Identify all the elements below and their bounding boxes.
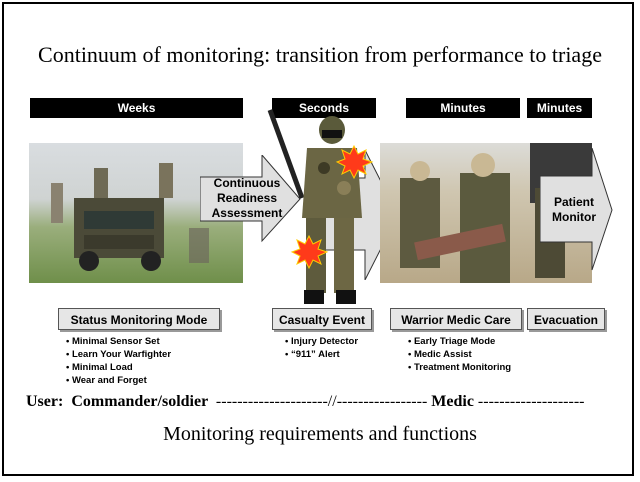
patient-line-2: Monitor — [552, 210, 596, 224]
humvee-illustration — [51, 163, 209, 271]
casualty-event-bullets: Injury Detector “911” Alert — [285, 335, 358, 361]
phase-warrior-medic-care: Warrior Medic Care — [390, 308, 522, 330]
readiness-line-1: Continuous — [213, 176, 281, 190]
injury-burst-shoulder — [335, 144, 374, 180]
phase-status-monitoring: Status Monitoring Mode — [58, 308, 220, 330]
timeline-seconds: Seconds — [272, 98, 376, 118]
bullet: Learn Your Warfighter — [66, 348, 171, 361]
bullet: Wear and Forget — [66, 374, 171, 387]
status-monitoring-bullets: Minimal Sensor Set Learn Your Warfighter… — [66, 335, 171, 387]
injury-burst-leg — [290, 234, 329, 270]
user-dashes-2: -------------------- — [473, 393, 585, 410]
bullet: Early Triage Mode — [408, 335, 511, 348]
user-medic: Medic — [431, 393, 474, 410]
slide-frame — [2, 2, 634, 476]
timeline-minutes-2: Minutes — [527, 98, 592, 118]
user-commander: User: Commander/soldier — [26, 393, 216, 410]
phase-casualty-event: Casualty Event — [272, 308, 372, 330]
bullet: Treatment Monitoring — [408, 361, 511, 374]
user-line: User: Commander/soldier ----------------… — [26, 393, 584, 411]
patient-line-1: Patient — [553, 195, 594, 209]
phase-evacuation: Evacuation — [527, 308, 605, 330]
user-dashes-1: ---------------------//----------------- — [215, 393, 432, 410]
slide-title: Continuum of monitoring: transition from… — [38, 42, 602, 67]
bullet: Injury Detector — [285, 335, 358, 348]
warrior-medic-bullets: Early Triage Mode Medic Assist Treatment… — [408, 335, 511, 374]
bullet: Medic Assist — [408, 348, 511, 361]
bullet: Minimal Load — [66, 361, 171, 374]
bullet: Minimal Sensor Set — [66, 335, 171, 348]
humvee-photo — [29, 143, 243, 283]
readiness-arrow — [200, 155, 301, 243]
readiness-line-3: Assessment — [211, 206, 283, 220]
bullet: “911” Alert — [285, 348, 358, 361]
readiness-arrow-label: Continuous Readiness Assessment — [204, 176, 290, 221]
soldier-figure — [267, 109, 374, 304]
timeline-minutes-1: Minutes — [406, 98, 520, 118]
footer-title: Monitoring requirements and functions — [163, 423, 477, 445]
patient-monitor-arrow — [540, 148, 613, 271]
patient-monitor-label: Patient Monitor — [542, 195, 606, 225]
timeline-weeks: Weeks — [30, 98, 243, 118]
readiness-line-2: Readiness — [216, 191, 278, 205]
